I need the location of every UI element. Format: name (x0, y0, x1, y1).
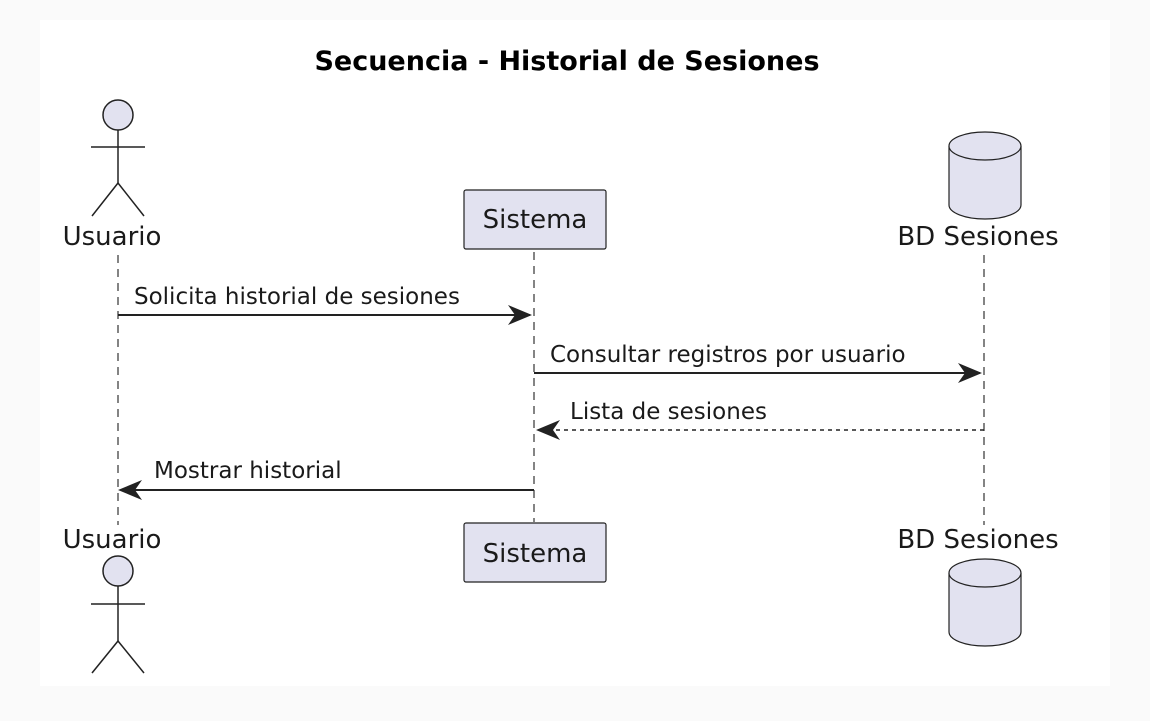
participant-label-sistema-bottom: Sistema (483, 539, 588, 569)
participant-label-sistema-top: Sistema (483, 205, 588, 235)
message-1: Solicita historial de sesiones (118, 284, 532, 325)
message-3-label: Lista de sesiones (570, 399, 767, 425)
database-bd-sesiones-bottom (948, 558, 1022, 647)
message-4-label: Mostrar historial (154, 458, 342, 484)
participant-label-bd-top: BD Sesiones (897, 222, 1058, 252)
actor-head (102, 555, 134, 587)
actor-usuario-bottom (91, 555, 145, 674)
diagram-canvas: Secuencia - Historial de Sesiones Usuari… (40, 20, 1110, 686)
diagram-title: Secuencia - Historial de Sesiones (314, 46, 819, 77)
participant-label-usuario-bottom: Usuario (63, 525, 162, 555)
message-2-label: Consultar registros por usuario (550, 342, 906, 368)
participant-label-usuario-top: Usuario (63, 222, 162, 252)
message-3: Lista de sesiones (536, 399, 984, 440)
message-4: Mostrar historial (118, 458, 534, 500)
actor-usuario-top (91, 99, 145, 217)
participant-sistema-bottom: Sistema (463, 522, 607, 583)
arrowhead (536, 420, 560, 440)
arrowhead (508, 305, 532, 325)
arrowhead (958, 363, 982, 383)
arrowhead (118, 480, 142, 500)
participant-label-bd-bottom: BD Sesiones (897, 525, 1058, 555)
database-bd-sesiones-top (948, 131, 1022, 220)
message-1-label: Solicita historial de sesiones (134, 284, 460, 310)
message-2: Consultar registros por usuario (534, 342, 982, 383)
participant-sistema-top: Sistema (463, 189, 607, 250)
actor-head (102, 99, 134, 131)
